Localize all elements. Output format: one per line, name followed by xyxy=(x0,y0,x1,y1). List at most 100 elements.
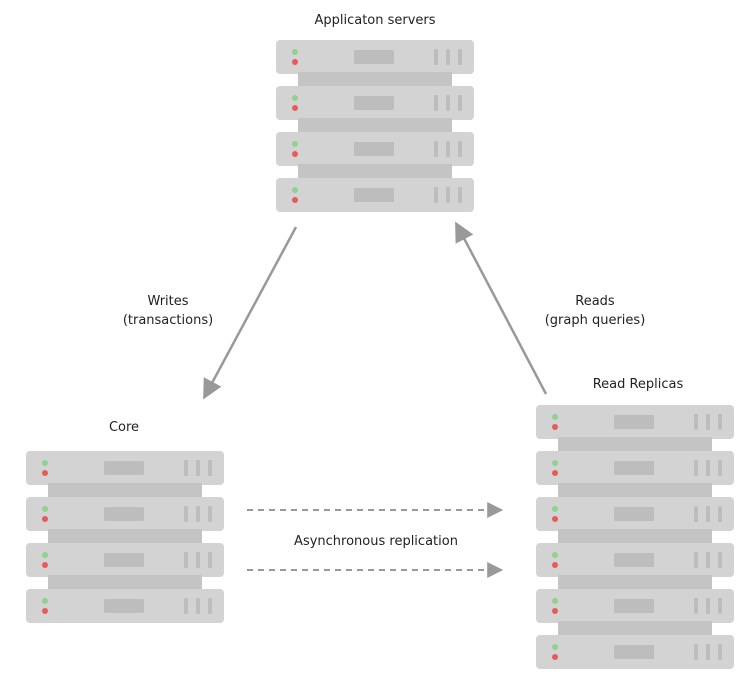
vent-bar-icon xyxy=(196,506,200,522)
status-led-red-icon xyxy=(552,608,558,614)
status-led-red-icon xyxy=(42,562,48,568)
vent-bar-icon xyxy=(706,552,710,568)
reads-label: Reads (graph queries) xyxy=(530,292,660,330)
rack-connector xyxy=(558,621,712,637)
vent-bar-icon xyxy=(184,506,188,522)
reads-label-line1: Reads xyxy=(575,294,615,309)
vent-bar-icon xyxy=(694,506,698,522)
status-led-red-icon xyxy=(552,424,558,430)
rack-connector xyxy=(48,483,202,499)
rack-connector xyxy=(558,483,712,499)
vent-bar-icon xyxy=(706,414,710,430)
writes-arrow xyxy=(203,226,298,400)
drive-slot-icon xyxy=(104,507,144,521)
reads-label-line2: (graph queries) xyxy=(544,313,646,328)
vent-bar-icon xyxy=(718,460,722,476)
vent-bar-icon xyxy=(718,414,722,430)
status-led-green-icon xyxy=(292,141,298,147)
vent-bar-icon xyxy=(446,141,450,157)
vent-bar-icon xyxy=(446,187,450,203)
vent-bar-icon xyxy=(718,598,722,614)
server-unit xyxy=(536,543,734,577)
vent-bar-icon xyxy=(718,552,722,568)
vent-bar-icon xyxy=(434,49,438,65)
vent-bar-icon xyxy=(446,95,450,111)
vent-bar-icon xyxy=(184,460,188,476)
vent-bar-icon xyxy=(434,187,438,203)
writes-label-line2: (transactions) xyxy=(122,313,214,328)
status-led-green-icon xyxy=(292,95,298,101)
drive-slot-icon xyxy=(614,461,654,475)
server-unit xyxy=(536,497,734,531)
status-led-red-icon xyxy=(42,470,48,476)
drive-slot-icon xyxy=(354,142,394,156)
drive-slot-icon xyxy=(614,507,654,521)
vent-bar-icon xyxy=(694,552,698,568)
vent-bar-icon xyxy=(458,49,462,65)
status-led-green-icon xyxy=(42,552,48,558)
vent-bar-icon xyxy=(694,414,698,430)
status-led-red-icon xyxy=(552,516,558,522)
server-unit xyxy=(26,543,224,577)
vent-bar-icon xyxy=(208,552,212,568)
vent-bar-icon xyxy=(706,506,710,522)
status-led-green-icon xyxy=(552,414,558,420)
vent-bar-icon xyxy=(706,460,710,476)
rack-connector xyxy=(48,575,202,591)
vent-bar-icon xyxy=(196,460,200,476)
vent-bar-icon xyxy=(196,598,200,614)
vent-bar-icon xyxy=(718,644,722,660)
status-led-red-icon xyxy=(292,197,298,203)
rack-connector xyxy=(558,575,712,591)
server-unit xyxy=(26,497,224,531)
vent-bar-icon xyxy=(434,141,438,157)
drive-slot-icon xyxy=(614,553,654,567)
drive-slot-icon xyxy=(614,415,654,429)
vent-bar-icon xyxy=(458,187,462,203)
rack-connector xyxy=(48,529,202,545)
status-led-green-icon xyxy=(552,644,558,650)
server-unit xyxy=(276,132,474,166)
status-led-green-icon xyxy=(552,598,558,604)
core-label: Core xyxy=(108,420,140,435)
server-unit xyxy=(26,451,224,485)
status-led-red-icon xyxy=(552,470,558,476)
server-unit xyxy=(276,40,474,74)
drive-slot-icon xyxy=(354,188,394,202)
writes-label: Writes (transactions) xyxy=(108,292,228,330)
drive-slot-icon xyxy=(614,645,654,659)
app-servers-label: Applicaton servers xyxy=(314,13,436,28)
rack-connector xyxy=(558,437,712,453)
status-led-red-icon xyxy=(42,516,48,522)
status-led-red-icon xyxy=(292,151,298,157)
drive-slot-icon xyxy=(104,599,144,613)
status-led-green-icon xyxy=(42,506,48,512)
server-unit xyxy=(536,451,734,485)
writes-label-line1: Writes xyxy=(147,294,189,309)
vent-bar-icon xyxy=(184,598,188,614)
read-replicas-label: Read Replicas xyxy=(592,377,684,392)
vent-bar-icon xyxy=(694,598,698,614)
vent-bar-icon xyxy=(694,460,698,476)
server-unit xyxy=(536,405,734,439)
status-led-red-icon xyxy=(42,608,48,614)
status-led-green-icon xyxy=(42,598,48,604)
vent-bar-icon xyxy=(208,598,212,614)
status-led-red-icon xyxy=(552,654,558,660)
server-unit xyxy=(536,589,734,623)
status-led-red-icon xyxy=(292,59,298,65)
status-led-green-icon xyxy=(292,187,298,193)
status-led-red-icon xyxy=(292,105,298,111)
vent-bar-icon xyxy=(694,644,698,660)
rack-connector xyxy=(298,72,452,88)
drive-slot-icon xyxy=(104,461,144,475)
rack-connector xyxy=(558,529,712,545)
drive-slot-icon xyxy=(614,599,654,613)
status-led-green-icon xyxy=(42,460,48,466)
status-led-green-icon xyxy=(552,506,558,512)
vent-bar-icon xyxy=(706,644,710,660)
vent-bar-icon xyxy=(196,552,200,568)
reads-arrow xyxy=(455,221,548,395)
server-unit xyxy=(26,589,224,623)
